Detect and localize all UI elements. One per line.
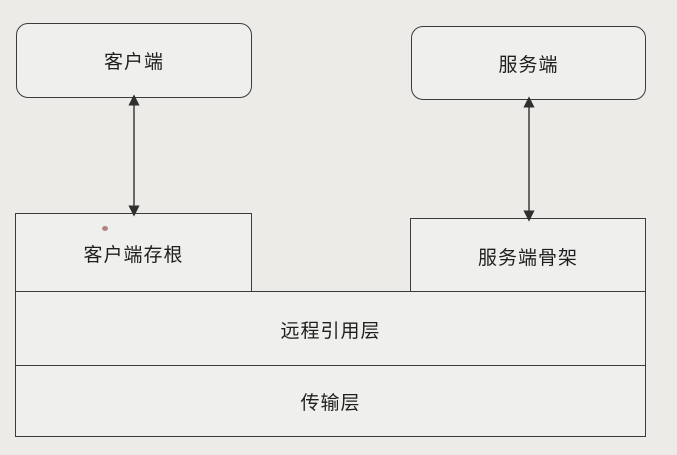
- server-label: 服务端: [498, 53, 559, 76]
- server-box: 服务端: [411, 26, 646, 100]
- remote-reference-layer-box: 远程引用层: [15, 291, 646, 367]
- server-skeleton-label: 服务端骨架: [477, 246, 578, 269]
- client-label: 客户端: [103, 51, 164, 73]
- remote-reference-layer-label: 远程引用层: [280, 319, 381, 342]
- transport-layer-label: 传输层: [300, 391, 361, 414]
- transport-layer-box: 传输层: [15, 365, 646, 437]
- client-box: 客户端: [16, 23, 252, 98]
- stray-mark: [102, 226, 108, 231]
- client-stub-box: 客户端存根: [15, 213, 252, 293]
- client-stub-label: 客户端存根: [83, 243, 184, 266]
